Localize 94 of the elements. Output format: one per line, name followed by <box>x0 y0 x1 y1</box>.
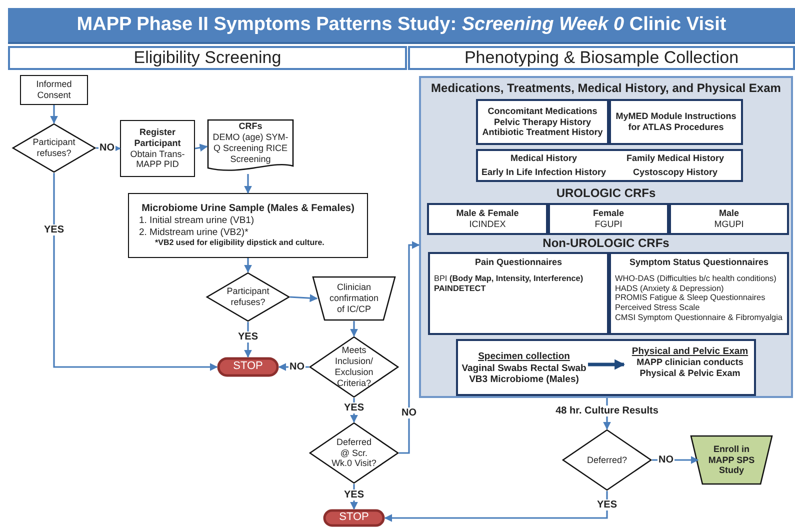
arrow <box>399 241 420 454</box>
node-text: Physical and Pelvic Exam <box>632 346 748 358</box>
arrow <box>290 294 318 302</box>
decision-diamond <box>309 336 399 398</box>
manual-operation-box <box>690 435 773 485</box>
node-text: PROMIS Fatigue & Sleep Questionnaires <box>614 293 766 304</box>
arrow <box>53 173 218 371</box>
node-text: Participant refuses? <box>226 286 270 308</box>
node-text: Concomitant Medications <box>488 106 598 117</box>
process-box <box>120 120 195 177</box>
decision-diamond <box>309 422 399 484</box>
node-text: Pain Questionnaires <box>474 257 562 268</box>
node-text: Male & Female <box>456 208 519 219</box>
node-text: Informed Consent <box>35 79 73 101</box>
arrow <box>588 359 626 370</box>
node-text: STOP <box>339 511 369 525</box>
decision-diamond <box>206 272 290 322</box>
node-text: Specimen collection <box>478 351 570 363</box>
section-header: Phenotyping & Biosample Collection <box>408 46 795 70</box>
node-text: Antibiotic Treatment History <box>482 127 603 138</box>
form-box <box>548 203 669 235</box>
node-text: 1. Initial stream urine (VB1) <box>139 215 254 227</box>
edge-label: YES <box>343 490 365 500</box>
questionnaire-box <box>609 252 789 335</box>
node-text: CMSI Symptom Questionnaire & Fibromyalgia <box>614 313 782 324</box>
edge-label: YES <box>43 224 65 236</box>
node-text: Pelvic Therapy History <box>494 116 592 128</box>
edge-label: 48 hr. Culture Results <box>554 406 660 416</box>
title-banner: MAPP Phase II Symptoms Patterns Study: Screening Week 0 Clinic Visit <box>8 8 795 44</box>
node-text: Cystoscopy History <box>632 167 719 178</box>
node-text: Perceived Stress Scale <box>614 303 700 314</box>
section-heading: Medications, Treatments, Medical History, and Physical Exam <box>430 81 782 96</box>
section-header: Eligibility Screening <box>8 46 407 70</box>
process-box <box>128 193 368 258</box>
form-box <box>476 99 609 145</box>
node-text: 2. Midstream urine (VB2)* <box>139 226 248 238</box>
section-panel <box>419 76 793 398</box>
edge-label: NO <box>98 142 116 154</box>
node-text: Clinician confirmation of IC/CP <box>329 282 379 315</box>
edge-label: YES <box>596 500 618 510</box>
node-text: PAINDETECT <box>433 284 486 294</box>
arrow <box>50 105 58 124</box>
arrow <box>194 144 208 152</box>
arrow <box>384 491 608 522</box>
node-text: HADS (Anxiety & Depression) <box>614 284 724 294</box>
arrow <box>244 174 252 194</box>
node-text: *VB2 used for eligibility dipstick and culture. <box>154 238 324 248</box>
edge-label: NO <box>400 408 418 418</box>
node-text: ICINDEX <box>469 219 506 230</box>
questionnaire-box <box>428 252 609 335</box>
edge-label: YES <box>343 402 365 414</box>
section-heading: UROLOGIC CRFs <box>555 186 657 200</box>
node-text: Early In Life Infection History <box>480 167 608 178</box>
node-text: Participant refuses? <box>32 137 76 159</box>
node-text: Microbiome Urine Sample (Males & Females) <box>142 203 354 216</box>
node-text: Meets Inclusion/ Exclusion Criteria? <box>334 345 374 389</box>
edge-label: NO <box>288 362 306 372</box>
node-text: Male <box>718 208 739 219</box>
node-text: MyMED Module Instructions for ATLAS Procedures <box>614 111 738 133</box>
node-text: Deferred @ Scr. Wk.0 Visit? <box>331 436 377 470</box>
node-text: Family Medical History <box>625 153 726 164</box>
form-box <box>609 99 743 145</box>
node-text: Obtain Trans-MAPP PID <box>129 148 186 170</box>
node-text: Register Participant <box>133 126 182 148</box>
decision-diamond <box>562 429 652 491</box>
decision-diamond <box>12 123 96 173</box>
form-box <box>476 149 743 182</box>
node-text: BPI (Body Map, Intensity, Interference) <box>433 274 584 284</box>
section-heading: Non-UROLOGIC CRFs <box>542 236 670 250</box>
node-text: Symptom Status Questionnaires <box>629 257 769 268</box>
node-text: Vaginal Swabs Rectal Swab VB3 Microbiome (Males) <box>460 362 588 386</box>
terminator <box>323 509 385 527</box>
arrow <box>350 321 358 337</box>
node-text: FGUPI <box>594 219 622 230</box>
node-text: DEMO (age) SYM-Q Screening RICE Screening <box>212 132 290 165</box>
form-box <box>669 203 789 235</box>
node-text: Female <box>592 208 624 219</box>
node-text: Deferred? <box>586 454 628 466</box>
arrow <box>244 258 252 273</box>
node-text: STOP <box>233 360 263 374</box>
node-text: MGUPI <box>714 219 744 230</box>
node-text: Medical History <box>509 153 578 164</box>
form-box <box>427 203 548 235</box>
edge-label: NO <box>658 454 674 466</box>
exam-box <box>456 339 756 396</box>
document-box <box>207 119 294 174</box>
node-text: WHO-DAS (Difficulties b/c health conditions) <box>614 274 776 284</box>
edge-label: YES <box>237 332 259 342</box>
process-box <box>20 75 88 105</box>
node-text: Enroll in MAPP SPS Study <box>707 444 756 476</box>
manual-operation-box <box>312 276 396 321</box>
terminator <box>217 357 279 377</box>
node-text: MAPP clinician conducts Physical & Pelvic Exam <box>636 357 744 379</box>
node-text: CRFs <box>238 121 262 132</box>
